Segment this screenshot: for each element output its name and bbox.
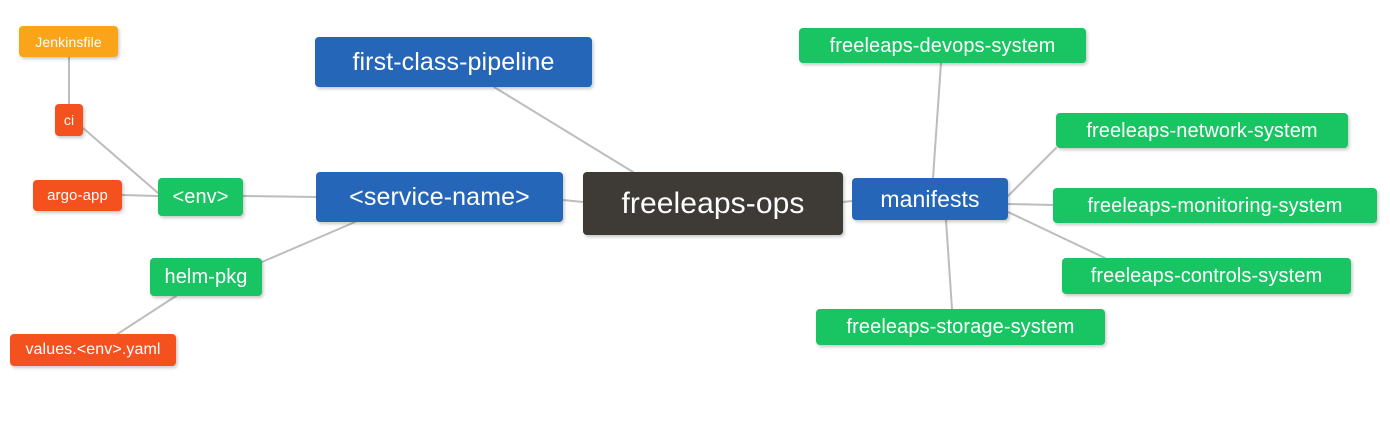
node-label: first-class-pipeline (352, 47, 555, 76)
node-label: values.<env>.yaml (25, 341, 161, 358)
node-env[interactable]: <env> (158, 178, 243, 216)
node-label: manifests (880, 185, 980, 212)
node-ci[interactable]: ci (55, 104, 83, 136)
edge-manifests-network (1007, 147, 1057, 197)
edge-servicename-helmpkg (261, 221, 356, 263)
node-jenkinsfile[interactable]: Jenkinsfile (19, 26, 118, 57)
edge-manifests-devops (932, 62, 942, 179)
edge-firstclasspipeline-root (493, 86, 634, 173)
edge-servicename-root (562, 199, 584, 203)
node-manifests[interactable]: manifests (852, 178, 1008, 220)
node-first-class-pipeline[interactable]: first-class-pipeline (315, 37, 592, 87)
node-freeleaps-storage-system[interactable]: freeleaps-storage-system (816, 309, 1105, 345)
edge-env-servicename (242, 195, 317, 198)
edge-manifests-controls (1007, 211, 1106, 259)
edge-ci-env (82, 127, 159, 194)
node-service-name[interactable]: <service-name> (316, 172, 563, 222)
node-freeleaps-devops-system[interactable]: freeleaps-devops-system (799, 28, 1086, 63)
node-freeleaps-network-system[interactable]: freeleaps-network-system (1056, 113, 1348, 148)
node-freeleaps-ops[interactable]: freeleaps-ops (583, 172, 843, 235)
node-label: freeleaps-monitoring-system (1087, 194, 1343, 217)
node-label: ci (63, 112, 75, 128)
node-label: <service-name> (349, 182, 530, 211)
node-label: freeleaps-storage-system (846, 316, 1075, 338)
node-label: <env> (172, 186, 229, 208)
edge-root-manifests (842, 200, 853, 203)
node-values-env-yaml[interactable]: values.<env>.yaml (10, 334, 176, 366)
edge-manifests-monitoring (1007, 203, 1054, 206)
node-label: Jenkinsfile (35, 33, 102, 50)
node-helm-pkg[interactable]: helm-pkg (150, 258, 262, 296)
node-label: helm-pkg (164, 266, 248, 288)
edge-manifests-storage (945, 219, 953, 310)
node-freeleaps-monitoring-system[interactable]: freeleaps-monitoring-system (1053, 188, 1377, 223)
node-freeleaps-controls-system[interactable]: freeleaps-controls-system (1062, 258, 1351, 294)
node-argo-app[interactable]: argo-app (33, 180, 122, 211)
node-label: freeleaps-ops (621, 186, 805, 220)
node-label: freeleaps-controls-system (1090, 265, 1323, 287)
edge-argoapp-env (121, 194, 159, 197)
node-label: freeleaps-network-system (1086, 119, 1318, 142)
edge-helmpkg-values (115, 295, 177, 336)
node-label: freeleaps-devops-system (829, 34, 1056, 57)
node-label: argo-app (47, 187, 108, 204)
